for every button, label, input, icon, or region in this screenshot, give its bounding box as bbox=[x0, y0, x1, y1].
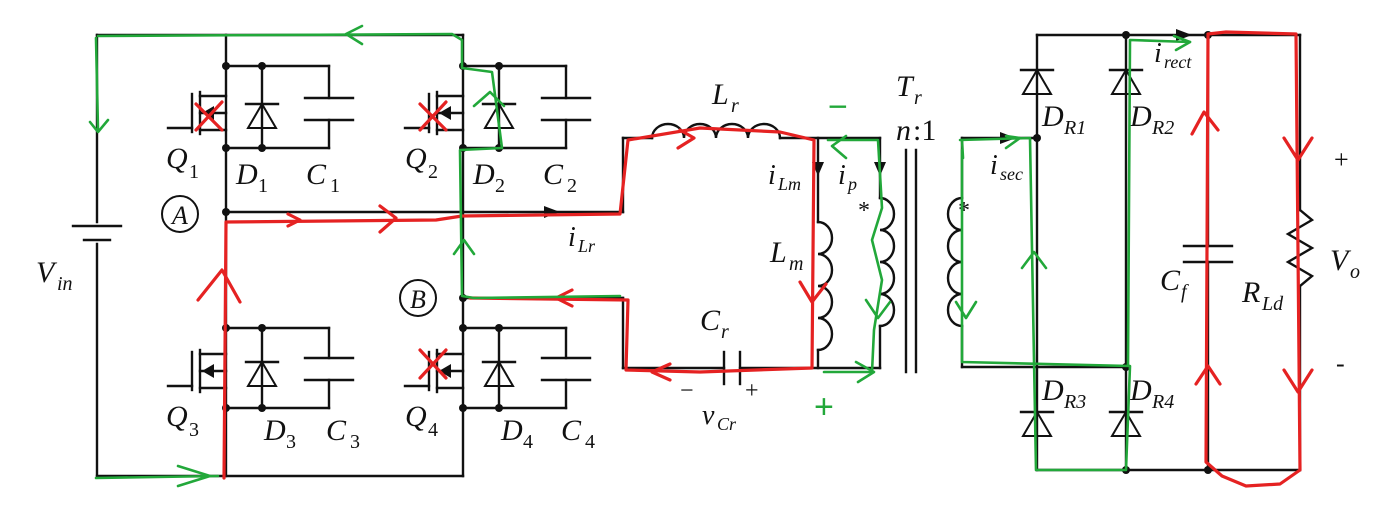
green-plus-sign: + bbox=[814, 388, 834, 426]
label-q4-sub: 4 bbox=[428, 419, 438, 441]
label-c3: C bbox=[326, 414, 347, 447]
green-annotations: − + bbox=[814, 88, 848, 426]
label-d1: D bbox=[235, 158, 258, 191]
label-d3: D bbox=[263, 414, 286, 447]
label-irect: i bbox=[1154, 38, 1162, 69]
label-dr4-sub: R4 bbox=[1151, 391, 1174, 413]
label-c4: C bbox=[561, 414, 582, 447]
node-b-circle bbox=[399, 279, 437, 317]
label-dr2-sub: R2 bbox=[1151, 117, 1174, 139]
label-tr: T bbox=[896, 70, 915, 103]
label-tr-sub: r bbox=[914, 87, 922, 109]
label-vin-sub: in bbox=[57, 273, 73, 295]
label-q3-sub: 3 bbox=[189, 419, 199, 441]
label-q1-sub: 1 bbox=[189, 161, 199, 183]
label-vcr-plus: + bbox=[745, 378, 759, 404]
label-q2-sub: 2 bbox=[428, 161, 438, 183]
label-lr-sub: r bbox=[731, 95, 739, 117]
label-c2: C bbox=[543, 158, 564, 191]
label-node-b: B bbox=[410, 285, 426, 314]
bridge-diodes bbox=[244, 102, 517, 387]
label-q2: Q bbox=[405, 142, 427, 175]
label-ratio-rest: :1 bbox=[913, 114, 936, 147]
label-node-a: A bbox=[170, 201, 188, 230]
label-c1: C bbox=[306, 158, 327, 191]
label-d4: D bbox=[500, 414, 523, 447]
label-isec-sub: sec bbox=[1000, 164, 1023, 184]
label-rld: R bbox=[1241, 276, 1260, 309]
label-lr: L bbox=[711, 78, 729, 111]
label-lm: L bbox=[769, 236, 787, 269]
label-c1-sub: 1 bbox=[330, 175, 340, 197]
label-isec: i bbox=[990, 150, 998, 181]
label-d1-sub: 1 bbox=[258, 175, 268, 197]
label-ip: i bbox=[838, 160, 846, 191]
label-dr2: D bbox=[1129, 100, 1152, 133]
label-dr1-sub: R1 bbox=[1063, 117, 1086, 139]
label-dr3: D bbox=[1041, 374, 1064, 407]
label-c2-sub: 2 bbox=[567, 175, 577, 197]
mosfets bbox=[166, 90, 465, 394]
green-current-path bbox=[88, 24, 1192, 488]
label-dr3-sub: R3 bbox=[1063, 391, 1086, 413]
label-vin: V bbox=[36, 256, 58, 289]
label-q1: Q bbox=[166, 142, 188, 175]
label-ilr: i bbox=[568, 222, 576, 253]
label-dr1: D bbox=[1041, 100, 1064, 133]
label-q3: Q bbox=[166, 400, 188, 433]
label-vcr-sub: Cr bbox=[717, 414, 737, 434]
label-dot-primary: * bbox=[858, 198, 870, 224]
label-d2-sub: 2 bbox=[495, 175, 505, 197]
label-d3-sub: 3 bbox=[286, 431, 296, 453]
component-labels: V in Q 1 D 1 C 1 Q 2 D 2 C 2 Q 3 D 3 C 3… bbox=[36, 38, 1360, 453]
label-dot-secondary: * bbox=[958, 198, 970, 224]
label-ilm: i bbox=[768, 160, 776, 191]
label-c4-sub: 4 bbox=[585, 431, 595, 453]
label-vo-sub: o bbox=[1350, 261, 1360, 283]
label-d2: D bbox=[472, 158, 495, 191]
label-irect-sub: rect bbox=[1164, 52, 1192, 72]
label-vo-plus: + bbox=[1334, 145, 1349, 174]
label-cf-sub: f bbox=[1181, 281, 1189, 303]
label-ip-sub: p bbox=[846, 174, 857, 194]
label-cf: C bbox=[1160, 264, 1181, 297]
label-dr4: D bbox=[1129, 374, 1152, 407]
node-a-circle bbox=[161, 195, 199, 233]
bridge-capacitors bbox=[303, 96, 592, 382]
label-vo-minus: - bbox=[1336, 349, 1345, 378]
label-cr-sub: r bbox=[721, 321, 729, 343]
red-current-path bbox=[194, 30, 1314, 488]
label-ilr-sub: Lr bbox=[577, 236, 596, 256]
label-q4: Q bbox=[405, 400, 427, 433]
label-vo: V bbox=[1330, 244, 1352, 277]
label-c3-sub: 3 bbox=[350, 431, 360, 453]
label-d4-sub: 4 bbox=[523, 431, 533, 453]
label-rld-sub: Ld bbox=[1261, 293, 1284, 315]
label-ratio-n: n bbox=[896, 114, 911, 147]
green-minus-sign: − bbox=[828, 88, 848, 126]
label-cr: C bbox=[700, 304, 721, 337]
resonant-tank bbox=[461, 122, 896, 386]
label-ilm-sub: Lm bbox=[777, 174, 801, 194]
label-vcr-minus: − bbox=[680, 378, 694, 404]
label-vcr: v bbox=[702, 400, 715, 431]
full-bridge bbox=[224, 33, 568, 478]
label-lm-sub: m bbox=[789, 253, 803, 275]
